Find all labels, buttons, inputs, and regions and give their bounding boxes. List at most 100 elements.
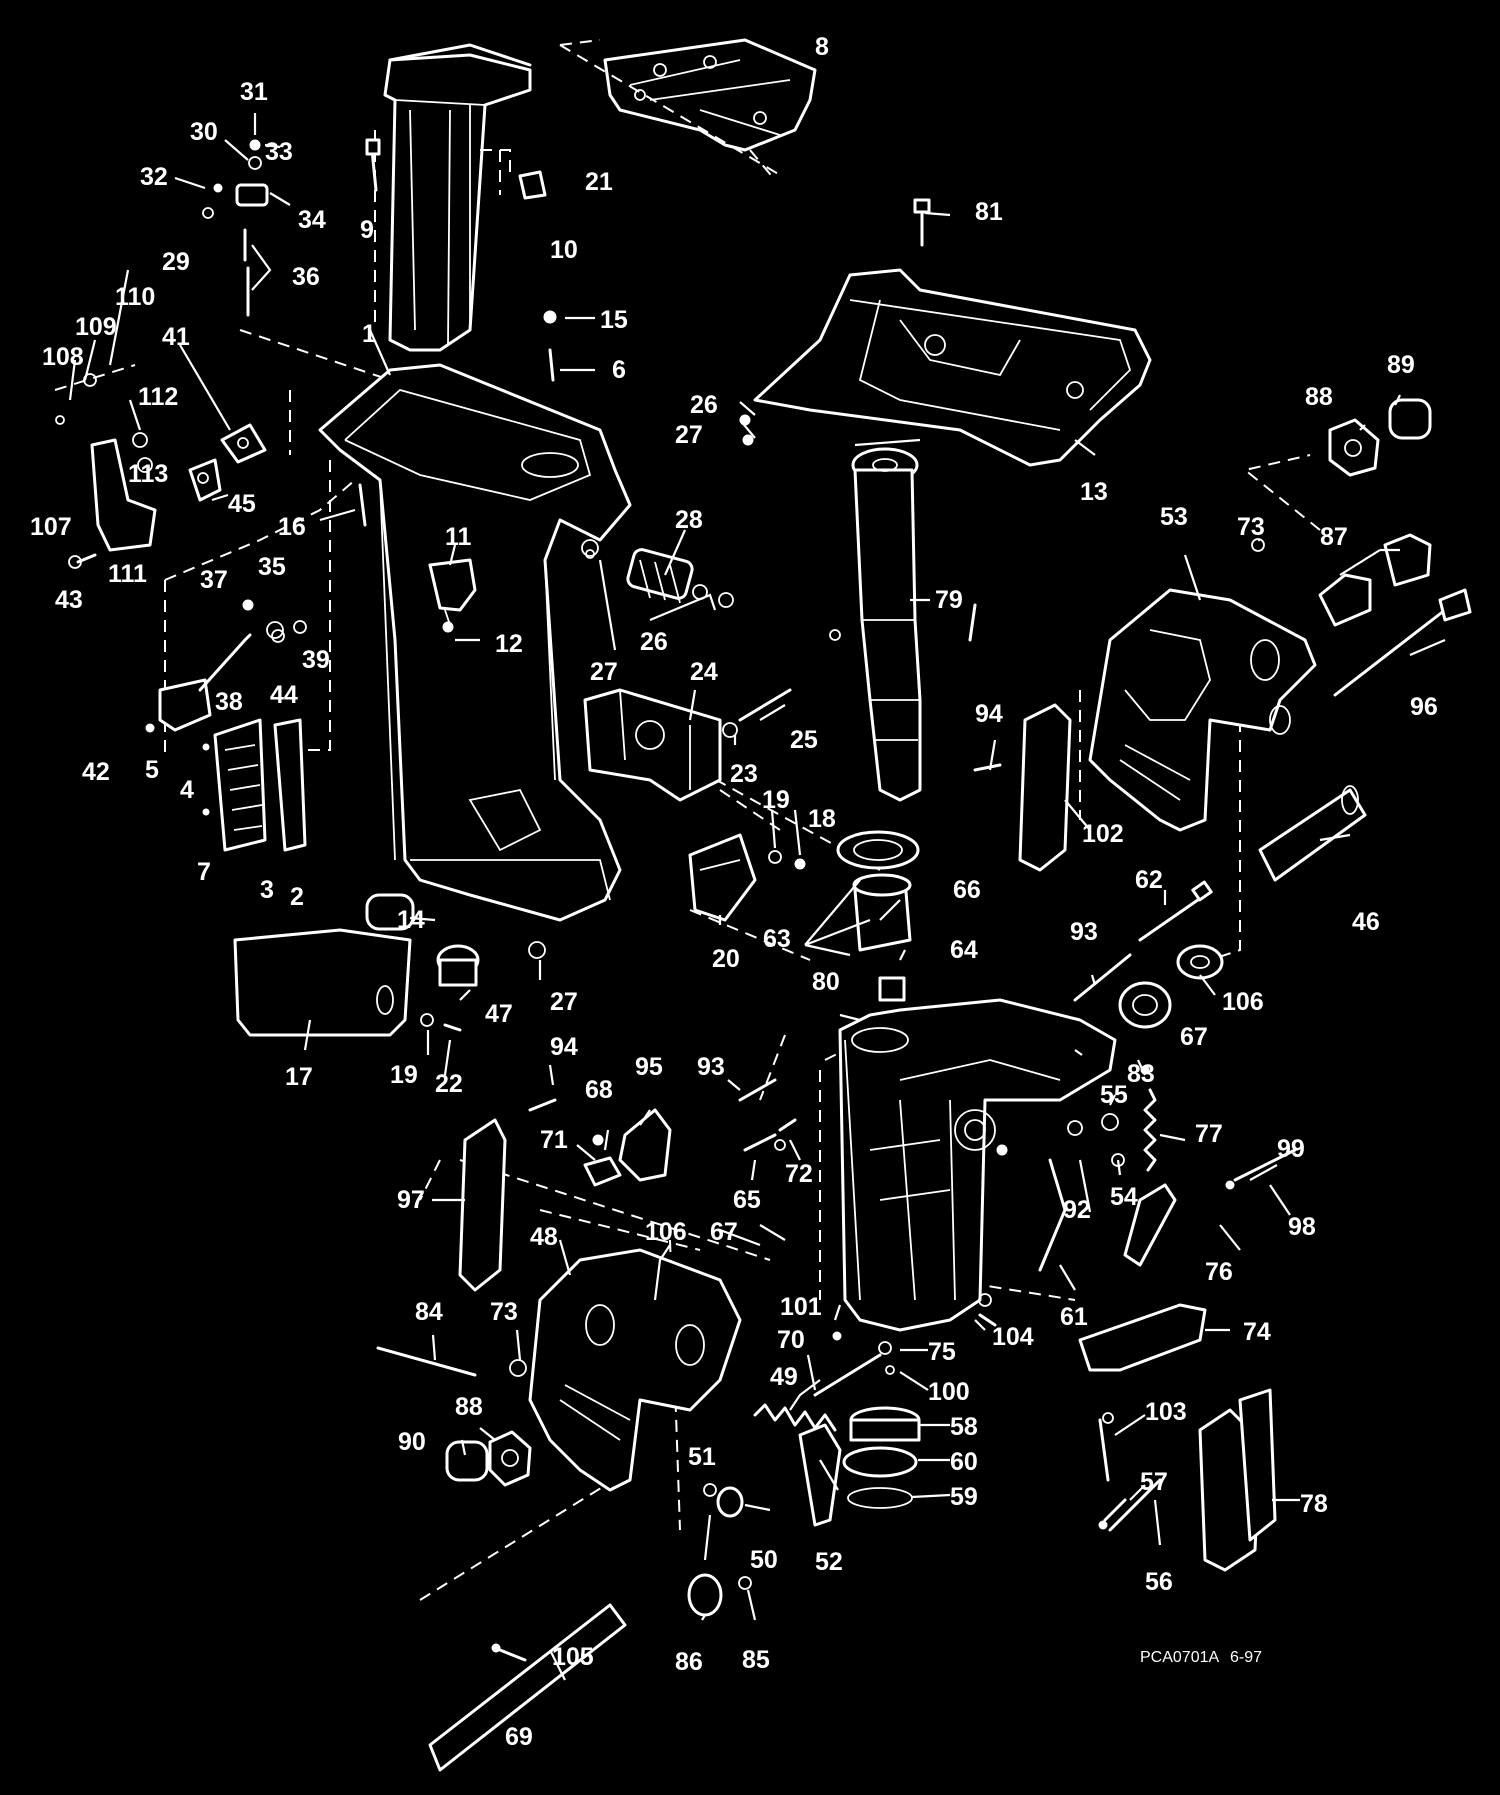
part-48-swivel-bracket-lower — [528, 1248, 742, 1492]
callout-53: 53 — [1160, 503, 1188, 531]
part-90-cap — [445, 1440, 489, 1482]
callout-78: 78 — [1300, 1490, 1328, 1518]
callout-18: 18 — [808, 805, 836, 833]
callout-88-lower: 88 — [455, 1393, 483, 1421]
callout-85: 85 — [742, 1646, 770, 1674]
callout-60: 60 — [950, 1448, 978, 1476]
callout-99: 99 — [1277, 1135, 1305, 1163]
callout-75: 75 — [928, 1338, 956, 1366]
callout-55: 55 — [1100, 1081, 1128, 1109]
callout-27-mid: 27 — [590, 658, 618, 686]
callout-26: 26 — [690, 391, 718, 419]
callout-58: 58 — [950, 1413, 978, 1441]
callout-6: 6 — [612, 356, 626, 384]
callout-51: 51 — [688, 1443, 716, 1471]
part-63-bushing-upper — [836, 830, 920, 870]
part-24-bracket — [583, 688, 722, 802]
callout-102: 102 — [1082, 820, 1124, 848]
part-38-shift-lever — [158, 633, 252, 732]
callout-16: 16 — [278, 513, 306, 541]
callout-28: 28 — [675, 506, 703, 534]
callout-111: 111 — [108, 560, 147, 588]
part-36-rods — [243, 228, 250, 317]
part-10-driveshaft-housing-tube — [383, 43, 532, 352]
callout-27: 27 — [675, 421, 703, 449]
callout-77: 77 — [1195, 1120, 1223, 1148]
callout-5: 5 — [145, 756, 159, 784]
part-89-cap — [1388, 398, 1432, 440]
part-86-disc — [687, 1573, 723, 1617]
callout-50: 50 — [750, 1546, 778, 1574]
callout-15: 15 — [600, 306, 628, 334]
part-87-bushing-set — [1318, 533, 1432, 627]
callout-63: 63 — [763, 925, 791, 953]
callout-43: 43 — [55, 586, 83, 614]
callout-62: 62 — [1135, 866, 1163, 894]
callout-10: 10 — [550, 236, 578, 264]
callout-83: 83 — [1127, 1060, 1155, 1088]
part-45-plate — [188, 458, 222, 502]
part-96-pin — [1333, 588, 1472, 697]
callout-19-upper: 19 — [762, 786, 790, 814]
part-16-stud — [358, 483, 367, 527]
callout-80: 80 — [812, 968, 840, 996]
callout-105: 105 — [552, 1643, 594, 1671]
callout-84: 84 — [415, 1298, 443, 1326]
callout-68: 68 — [585, 1076, 613, 1104]
callout-93-lower: 93 — [697, 1053, 725, 1081]
callout-33: 33 — [265, 138, 293, 166]
callout-48: 48 — [530, 1223, 558, 1251]
callout-12: 12 — [495, 630, 523, 658]
callout-108: 108 — [42, 343, 84, 371]
part-small-fasteners — [55, 139, 1297, 1662]
callout-36: 36 — [292, 263, 320, 291]
callout-35: 35 — [258, 553, 286, 581]
part-14-grommet — [365, 893, 415, 931]
leader-lines — [68, 113, 1446, 1681]
callout-92: 92 — [1063, 1196, 1091, 1224]
callout-30: 30 — [190, 118, 218, 146]
drawing-code: PCA0701A — [1140, 1649, 1219, 1666]
part-62-bolt — [1138, 880, 1213, 942]
part-95-lever — [618, 1108, 672, 1182]
part-81-bolt — [913, 198, 931, 247]
part-20-lower-mount-bracket — [688, 833, 757, 922]
callout-101: 101 — [780, 1293, 822, 1321]
part-52-link — [798, 1423, 842, 1527]
callout-47: 47 — [485, 1000, 513, 1028]
callout-56: 56 — [1145, 1568, 1173, 1596]
part-3-anode-plate — [213, 718, 267, 852]
callout-9: 9 — [360, 216, 374, 244]
callout-38: 38 — [215, 688, 243, 716]
part-78-clamp — [1198, 1388, 1277, 1572]
part-2-plate — [273, 718, 307, 852]
callout-4: 4 — [180, 776, 194, 804]
callout-73-upper: 73 — [1237, 513, 1265, 541]
callout-98: 98 — [1288, 1213, 1316, 1241]
callout-112: 112 — [138, 383, 178, 411]
part-84-rod — [376, 1346, 477, 1377]
callout-54: 54 — [1110, 1183, 1138, 1211]
part-93-pin-upper — [1073, 953, 1132, 1002]
part-67-bushing-upper — [1118, 981, 1172, 1029]
callout-1: 1 — [362, 320, 376, 348]
callout-79: 79 — [935, 586, 963, 614]
part-53-swivel-bracket — [1088, 588, 1317, 832]
part-88-nut-lower — [488, 1430, 532, 1487]
part-59-o-ring — [847, 1487, 913, 1509]
part-76-lever — [1123, 1183, 1177, 1267]
callout-69: 69 — [505, 1723, 533, 1751]
callout-70: 70 — [777, 1326, 805, 1354]
part-21-grommet — [518, 170, 547, 200]
callout-31: 31 — [240, 78, 268, 106]
callout-45: 45 — [228, 490, 256, 518]
callout-34: 34 — [298, 206, 326, 234]
callout-42: 42 — [82, 758, 110, 786]
callout-89: 89 — [1387, 351, 1415, 379]
callout-59: 59 — [950, 1483, 978, 1511]
callout-106-lower: 106 — [645, 1218, 687, 1246]
part-41-plate — [220, 423, 267, 464]
part-13-exhaust-cover-bracket — [753, 268, 1152, 467]
callout-46: 46 — [1352, 908, 1380, 936]
